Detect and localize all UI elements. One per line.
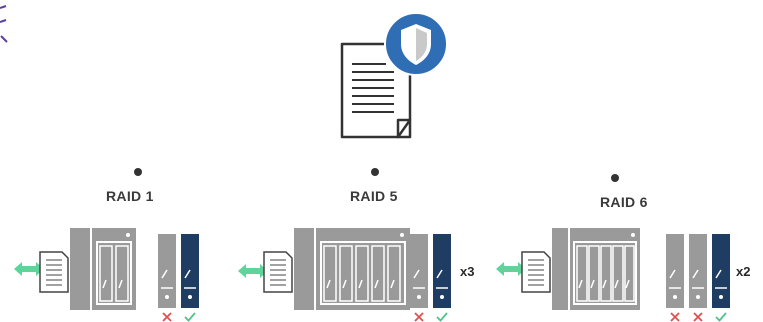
raid6-drive-failed-2	[689, 234, 707, 308]
raid1-x-mark-icon	[162, 312, 172, 322]
raid5-x-mark-icon	[414, 312, 424, 322]
raid6-check-mark-icon	[715, 312, 727, 322]
raid1-drive-failed	[158, 234, 176, 308]
raid5-label: RAID 5	[350, 188, 398, 204]
raid6-mini-document-icon	[521, 251, 551, 293]
raid1-check-mark-icon	[184, 312, 196, 322]
raid1-drive-healthy	[181, 234, 199, 308]
raid5-drive-failed	[410, 234, 428, 308]
raid1-sync-arrow-icon	[14, 262, 44, 276]
raid5-check-mark-icon	[436, 312, 448, 322]
raid6-label: RAID 6	[600, 194, 648, 210]
raid5-dot	[371, 168, 379, 176]
raid6-drive-failed-1	[666, 234, 684, 308]
raid1-dot	[134, 168, 142, 176]
raid6-sync-arrow-icon	[496, 262, 526, 276]
shield-icon	[384, 12, 448, 76]
raid6-multiplier: x2	[736, 264, 751, 279]
raid6-nas-icon	[552, 228, 640, 310]
raid5-multiplier: x3	[460, 264, 475, 279]
raid1-nas-icon	[70, 228, 136, 310]
raid5-nas-icon	[294, 228, 410, 310]
raid5-mini-document-icon	[263, 251, 293, 293]
raid5-sync-arrow-icon	[238, 264, 268, 278]
raid6-x-mark-icon-1	[670, 312, 680, 322]
document-icon	[340, 42, 412, 139]
raid1-mini-document-icon	[39, 251, 69, 293]
edge-marks	[0, 5, 8, 43]
raid1-label: RAID 1	[106, 188, 154, 204]
raid6-drive-healthy	[712, 234, 730, 308]
raid5-drive-healthy	[433, 234, 451, 308]
raid6-dot	[611, 174, 619, 182]
raid6-x-mark-icon-2	[693, 312, 703, 322]
